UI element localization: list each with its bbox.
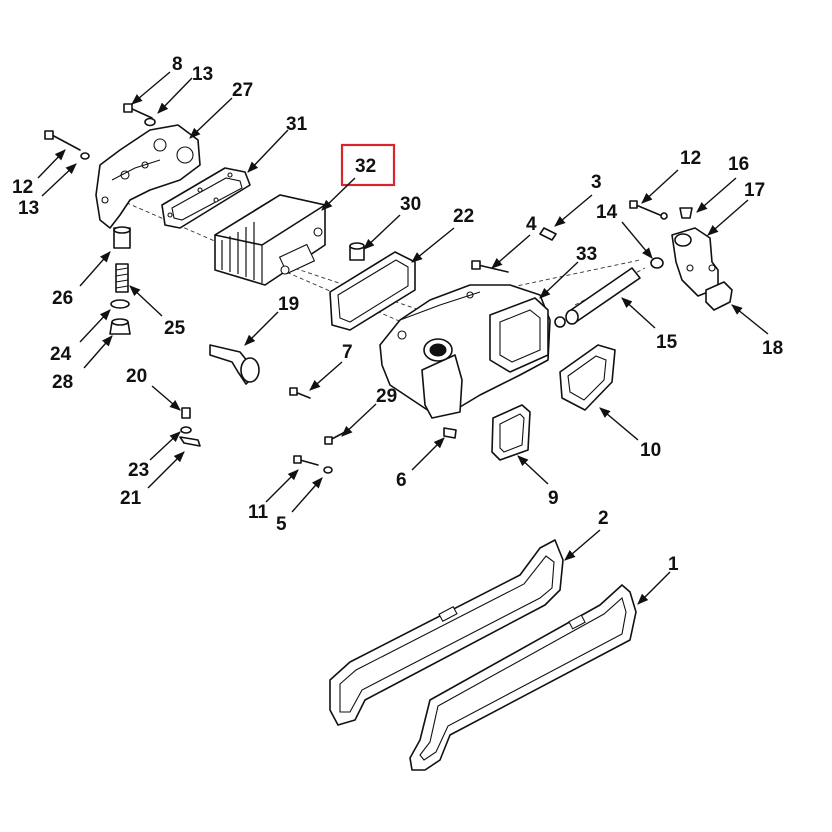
washer-13-top-part [144,117,156,127]
gasket-22-part [329,251,416,331]
callout-12-left: 12 [12,177,33,198]
callout-7: 7 [342,342,353,363]
bolt-12-left-part [44,130,90,160]
callout-19: 19 [278,294,299,315]
o-ring-24-part [110,299,130,309]
bolt-29-part [324,431,346,445]
highlight-box [340,143,396,187]
callout-31: 31 [286,114,308,135]
clip-21-part [179,436,201,447]
manifold-housing-33-part [379,284,551,419]
washer-23-part [180,426,192,434]
gasket-2-part [329,539,564,726]
washer-5-part [323,466,333,474]
elbow-housing-17-part [671,227,719,297]
bolt-7-part [289,387,311,399]
callout-2: 2 [598,508,609,529]
callout-26: 26 [52,288,73,309]
callout-14: 14 [596,202,618,223]
callout-25: 25 [164,318,186,339]
bolt-8-part [123,103,153,119]
fitting-3-part [539,227,557,241]
callout-17: 17 [744,180,765,201]
tube-19-part [209,344,260,385]
cooler-gasket-31-part [161,167,251,229]
callout-28: 28 [52,372,73,393]
bolt-12-right-part [629,200,668,220]
leader-lines [37,71,769,605]
callout-8: 8 [172,54,183,75]
clip-6-part [443,427,457,439]
spring-25-part [115,263,129,293]
callout-12-right: 12 [680,148,701,169]
callout-29: 29 [376,386,397,407]
callout-13-left: 13 [18,198,39,219]
gasket-10-part [559,344,616,411]
fitting-30-part [349,242,365,261]
bolt-4-part [471,260,509,273]
tube-15-part [554,267,641,328]
sleeve-26-part [113,226,131,249]
callout-10: 10 [640,440,661,461]
callout-24: 24 [50,344,72,365]
oil-cooler-core-32-part [214,194,326,286]
o-ring-14-part [650,257,664,269]
callout-6: 6 [396,470,407,491]
plug-16-part [679,207,693,219]
callout-32: 32 [355,156,376,177]
callout-1: 1 [668,554,679,575]
callout-30: 30 [400,194,421,215]
callout-33: 33 [576,244,597,265]
callout-16: 16 [728,154,749,175]
gasket-1-part [409,584,637,771]
callout-15: 15 [656,332,678,353]
callout-5: 5 [276,514,287,535]
fitting-20-part [181,407,191,419]
gasket-18-part [705,281,733,311]
bolt-11-part [293,455,319,466]
nut-28-part [109,318,131,335]
callout-27: 27 [232,80,253,101]
callout-21: 21 [120,488,142,509]
callout-labels: 8 13 27 31 12 13 32 3 12 16 17 30 22 14 … [12,54,783,575]
callout-9: 9 [548,488,559,509]
callout-23: 23 [128,460,149,481]
callout-18: 18 [762,338,783,359]
callout-20: 20 [126,366,147,387]
callout-22: 22 [453,206,474,227]
oil-filter-head-part [95,124,201,229]
gasket-9-part [491,404,531,461]
callout-4: 4 [526,214,537,235]
callout-13-top: 13 [192,64,213,85]
callout-11: 11 [248,502,269,523]
callout-3: 3 [591,172,602,193]
